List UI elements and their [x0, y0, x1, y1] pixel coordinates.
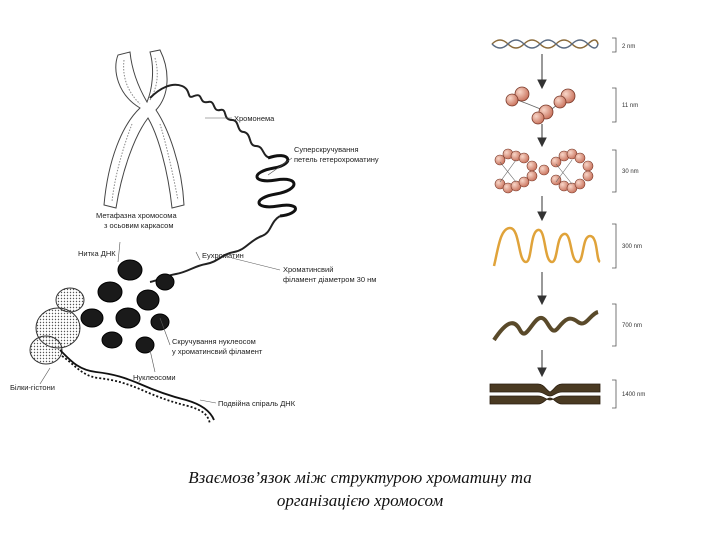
chromonema-coil: [149, 83, 271, 159]
label-supercoiled-1: Суперскручування: [294, 145, 359, 154]
level-dna-helix: [491, 39, 599, 49]
level-700nm-coil: [492, 310, 599, 342]
label-metaphase-2: з осьовим каркасом: [104, 221, 174, 230]
label-chromonema: Хромонема: [234, 114, 275, 123]
caption-line-1: Взаємозв’язок між структурою хроматину т…: [188, 468, 532, 487]
scale-30nm: 30 nm: [622, 169, 639, 175]
scale-1400nm: 1400 nm: [622, 392, 645, 398]
metaphase-chromosome: [103, 49, 185, 209]
label-nucleosome-coil-1: Скручування нуклеосом: [172, 337, 256, 346]
label-filament-1: Хроматинсвий: [283, 265, 333, 274]
dna-double-helix: [59, 349, 215, 425]
label-histones: Білки-гістони: [10, 383, 55, 392]
supercoiled-loops: [255, 154, 297, 218]
level-300nm-loops: [492, 226, 601, 267]
caption-line-2: організацією хромосом: [276, 491, 444, 510]
label-supercoiled-2: петель гетерохроматину: [294, 155, 379, 164]
nucleosome-cluster: [80, 259, 175, 354]
scale-300nm: 300 nm: [622, 244, 642, 250]
label-euchromatin: Еухроматин: [202, 251, 244, 260]
label-nucleosome-coil-2: у хроматинсвий філамент: [172, 347, 263, 356]
level-nucleosomes: [505, 86, 576, 125]
scale-700nm: 700 nm: [622, 323, 642, 329]
label-dna-thread: Нитка ДНК: [78, 249, 116, 258]
scale-11nm: 11 nm: [622, 103, 638, 109]
label-nucleosome: Нуклеосоми: [133, 373, 176, 382]
chromatin-filament: [149, 215, 281, 283]
scale-2nm: 2 nm: [622, 44, 635, 50]
down-arrows: [537, 54, 547, 378]
level-chromosome: [489, 383, 601, 405]
level-30nm-fiber: [494, 148, 594, 194]
label-metaphase-1: Метафазна хромосома: [96, 211, 177, 220]
scale-brackets: [612, 37, 617, 409]
histone-proteins: [29, 287, 85, 365]
label-filament-2: філамент діаметром 30 нм: [283, 275, 376, 284]
caption: Взаємозв’язок між структурою хроматину т…: [0, 466, 720, 512]
label-double-helix: Подвійна спіраль ДНК: [218, 399, 296, 408]
leader-lines: [39, 117, 293, 404]
